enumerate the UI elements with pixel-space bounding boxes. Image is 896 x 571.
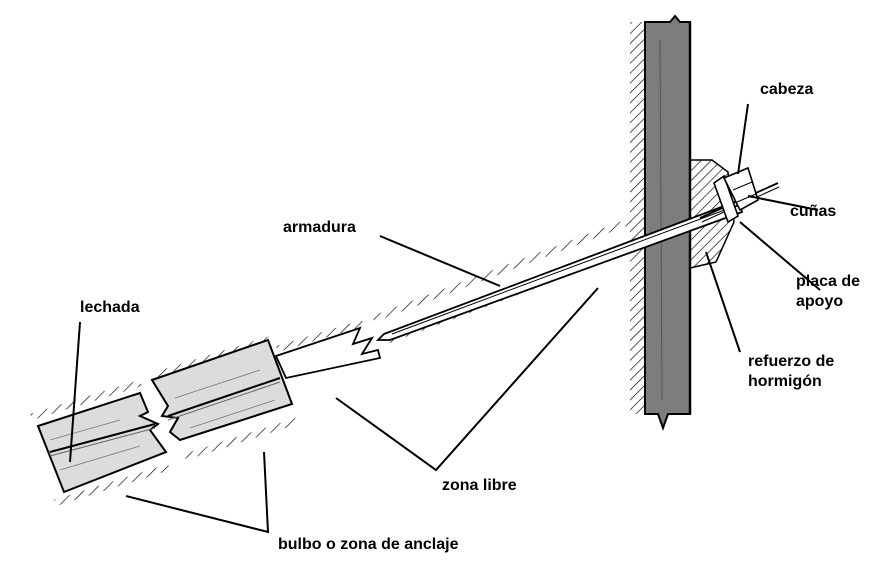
label-bulbo: bulbo o zona de anclaje xyxy=(278,536,459,553)
leader-lines xyxy=(69,103,821,534)
label-refuerzo-2: hormigón xyxy=(748,373,822,390)
free-zone-tube xyxy=(274,198,744,380)
leader-bulbo xyxy=(125,451,270,534)
leader-zona-libre xyxy=(335,287,599,472)
leader-cunas xyxy=(747,195,819,211)
label-placa-2: apoyo xyxy=(796,293,844,310)
label-placa-1: placa de xyxy=(796,273,861,290)
label-zona-libre: zona libre xyxy=(442,477,517,494)
leader-armadura xyxy=(379,235,501,287)
anchor-head-assembly xyxy=(713,166,759,224)
leader-lechada xyxy=(69,321,81,463)
label-armadura: armadura xyxy=(283,219,356,236)
leader-cabeza xyxy=(737,103,749,175)
label-refuerzo-1: refuerzo de xyxy=(748,353,835,370)
retaining-wall xyxy=(644,14,692,431)
soil-hatch-bulb xyxy=(30,336,298,506)
leader-refuerzo xyxy=(705,251,741,353)
label-lechada: lechada xyxy=(80,299,140,316)
soil-hatch-wall xyxy=(630,22,646,414)
leader-placa xyxy=(739,221,821,291)
anchor-bulb xyxy=(36,338,294,494)
label-cunas: cuñas xyxy=(790,203,837,220)
label-cabeza: cabeza xyxy=(760,81,814,98)
